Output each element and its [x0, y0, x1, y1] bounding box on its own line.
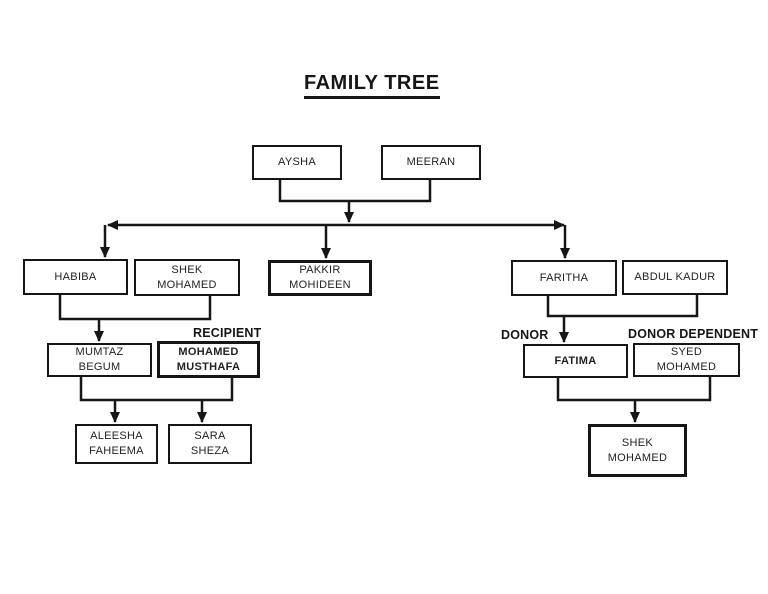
- donor-label: DONOR: [501, 328, 549, 342]
- donor-dependent-label: DONOR DEPENDENT: [628, 327, 759, 341]
- node-meeran: MEERAN: [381, 145, 481, 180]
- node-aysha: AYSHA: [252, 145, 342, 180]
- node-abdul-kadur: ABDUL KADUR: [622, 260, 728, 295]
- node-shek-mohamed-jr: SHEK MOHAMED: [588, 424, 687, 477]
- page-title: FAMILY TREE: [304, 72, 440, 99]
- node-shek-mohamed-sr: SHEK MOHAMED: [134, 259, 240, 296]
- recipient-label: RECIPIENT: [193, 326, 262, 340]
- node-pakkir-mohideen: PAKKIR MOHIDEEN: [268, 260, 372, 296]
- node-syed-mohamed: SYED MOHAMED: [633, 343, 740, 377]
- node-sara-sheza: SARA SHEZA: [168, 424, 252, 464]
- node-mumtaz-begum: MUMTAZ BEGUM: [47, 343, 152, 377]
- node-faritha: FARITHA: [511, 260, 617, 296]
- node-aleesha-faheema: ALEESHA FAHEEMA: [75, 424, 158, 464]
- node-mohamed-musthafa: MOHAMED MUSTHAFA: [157, 341, 260, 378]
- node-fatima: FATIMA: [523, 344, 628, 378]
- node-habiba: HABIBA: [23, 259, 128, 295]
